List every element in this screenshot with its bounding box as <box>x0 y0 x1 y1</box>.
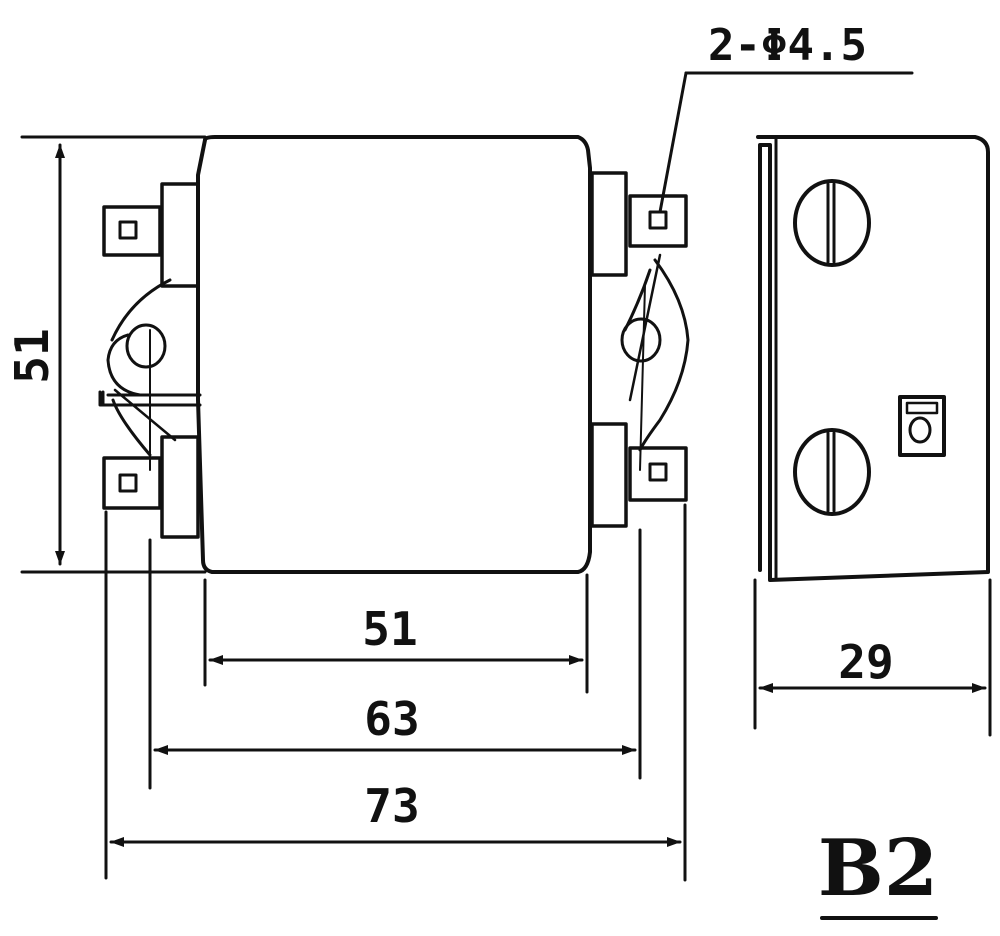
hole-callout-leader <box>658 71 914 214</box>
side-screw-top <box>793 179 871 267</box>
overall-width-dimension-label: 73 <box>364 779 419 833</box>
right-mounting-flange <box>620 253 690 471</box>
left-mounting-flange <box>98 278 202 471</box>
terminal-bottom-left <box>102 435 200 539</box>
height-dimension-label: 51 <box>5 328 59 383</box>
depth-dimension-label: 29 <box>838 635 893 689</box>
mount-pitch-dimension-label: 63 <box>364 692 419 746</box>
terminal-top-right <box>590 171 688 277</box>
extension-lines <box>20 135 992 882</box>
filter-body-front <box>196 135 592 574</box>
filter-body-side <box>756 135 990 582</box>
terminal-bottom-right <box>590 422 688 528</box>
terminal-top-left <box>102 182 200 288</box>
hole-callout-label: 2-Φ4.5 <box>708 20 867 71</box>
left-mount-hole <box>125 323 167 369</box>
right-mount-hole <box>620 317 662 363</box>
side-ground-terminal <box>898 395 946 457</box>
model-label: B2 <box>818 823 938 914</box>
body-width-dimension-label: 51 <box>362 602 417 656</box>
side-screw-bottom <box>793 428 871 516</box>
